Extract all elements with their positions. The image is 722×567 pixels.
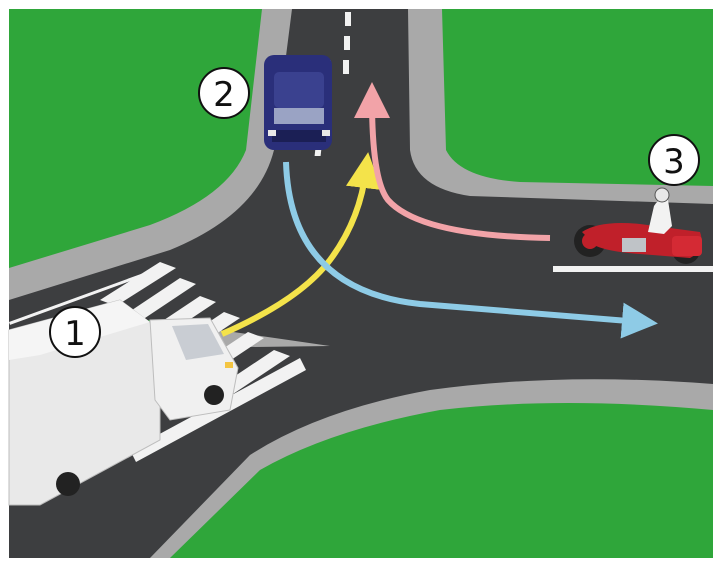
path-vehicle-1 xyxy=(220,152,382,337)
badge-vehicle-1: 1 xyxy=(49,306,101,358)
center-dash xyxy=(345,12,351,26)
badge-circle xyxy=(648,134,700,186)
crosswalk-stripe xyxy=(120,278,196,324)
badge-number: 2 xyxy=(213,75,235,115)
car-grille xyxy=(272,130,326,142)
motorcycle-engine xyxy=(622,238,646,252)
car-windshield xyxy=(274,108,324,124)
badge-circle xyxy=(49,306,101,358)
truck-icon xyxy=(8,299,239,506)
motorcycle-rider xyxy=(648,198,672,234)
badge-vehicle-3: 3 xyxy=(648,134,700,186)
center-dash xyxy=(344,36,350,50)
truck-wheel xyxy=(56,472,80,496)
truck-headlight xyxy=(225,362,233,368)
car-headlight xyxy=(322,130,330,136)
badge-circle xyxy=(198,67,250,119)
motorcycle-icon xyxy=(574,187,702,264)
crosswalk-stripe xyxy=(100,262,176,306)
car-headlight xyxy=(268,130,276,136)
truck-wheel xyxy=(204,385,224,405)
edge-line xyxy=(9,270,151,325)
badge-number: 3 xyxy=(663,142,685,182)
path-vehicle-2 xyxy=(283,161,658,339)
truck-windshield xyxy=(172,324,224,360)
path-vehicle-3 xyxy=(354,82,551,241)
badge-number: 1 xyxy=(64,314,86,354)
stop-line-east xyxy=(553,266,713,272)
car-roof xyxy=(274,72,324,108)
motorcycle-saddlebag xyxy=(672,236,702,256)
center-dash xyxy=(343,60,349,74)
car-icon xyxy=(264,55,332,150)
badge-vehicle-2: 2 xyxy=(198,67,250,119)
motorcycle-rider-helmet xyxy=(654,187,670,203)
